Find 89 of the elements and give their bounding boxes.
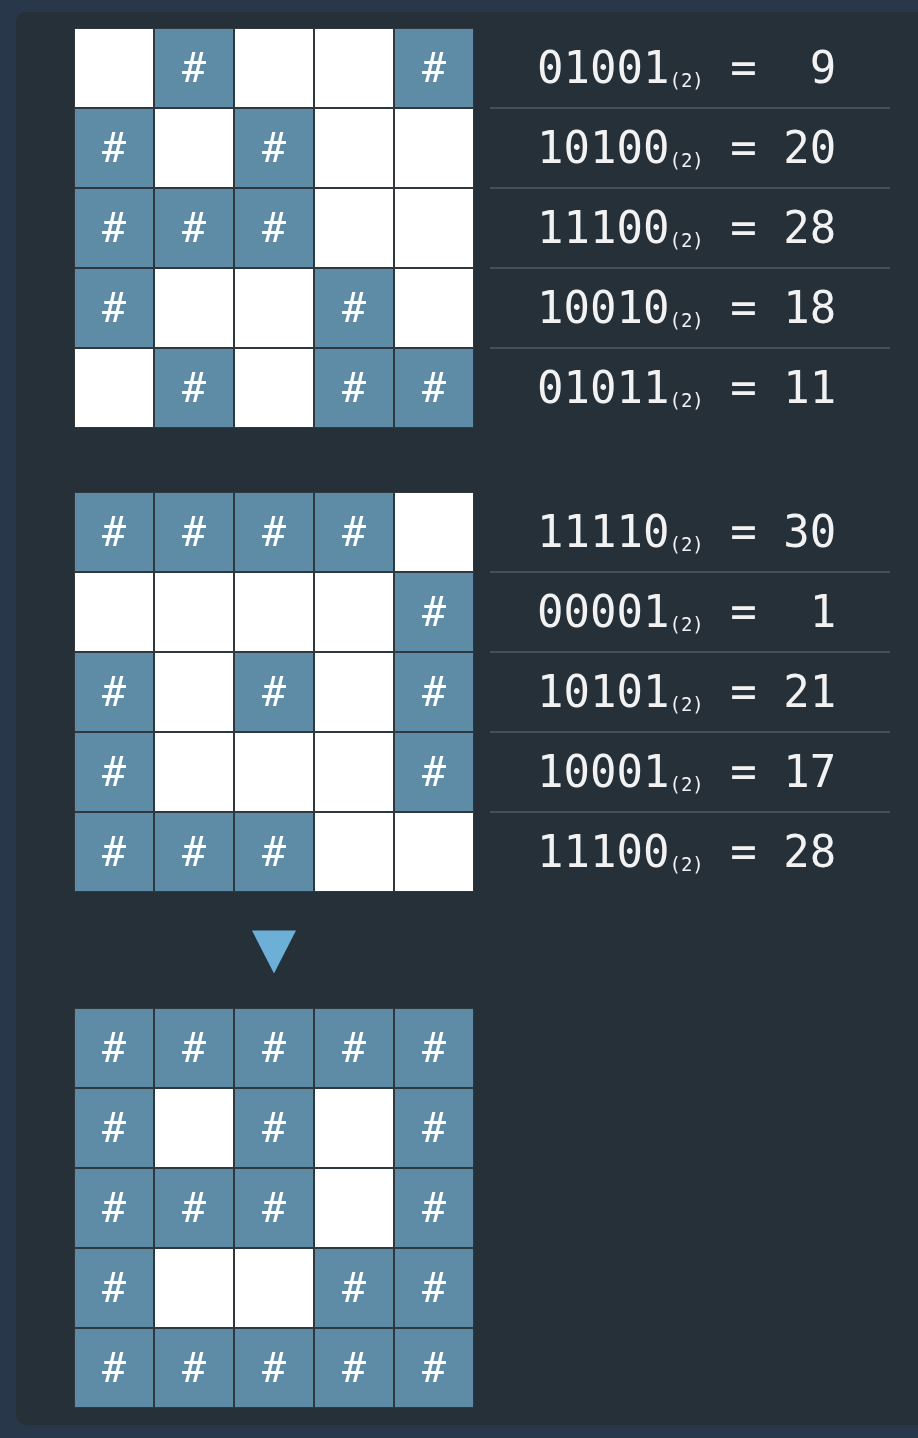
cell-grid <box>74 1008 474 1408</box>
filled-cell: # <box>75 1329 153 1407</box>
filled-cell: # <box>395 573 473 651</box>
filled-cell: # <box>395 653 473 731</box>
binary-equation: 00001$_{(2)}$ = 1 <box>537 590 837 634</box>
binary-equation: 11100$_{(2)}$ = 28 <box>537 830 837 874</box>
empty-cell <box>75 349 153 427</box>
filled-cell: # <box>235 189 313 267</box>
filled-cell: # <box>75 109 153 187</box>
filled-cell: # <box>75 1089 153 1167</box>
empty-cell <box>315 29 393 107</box>
empty-cell <box>235 573 313 651</box>
filled-cell: # <box>395 29 473 107</box>
empty-cell <box>235 1249 313 1327</box>
empty-cell <box>395 813 473 891</box>
filled-cell: # <box>395 349 473 427</box>
filled-cell: # <box>75 733 153 811</box>
filled-cell: # <box>75 1169 153 1247</box>
empty-cell <box>315 573 393 651</box>
filled-cell: # <box>75 653 153 731</box>
filled-cell: # <box>155 189 233 267</box>
filled-cell: # <box>235 1329 313 1407</box>
filled-cell: # <box>235 1009 313 1087</box>
empty-cell <box>235 269 313 347</box>
cell-grid <box>74 492 474 892</box>
filled-cell: # <box>235 1169 313 1247</box>
empty-cell <box>155 733 233 811</box>
empty-cell <box>395 109 473 187</box>
binary-equation: 10010$_{(2)}$ = 18 <box>537 286 837 330</box>
filled-cell: # <box>315 1009 393 1087</box>
empty-cell <box>155 109 233 187</box>
empty-cell <box>315 1169 393 1247</box>
filled-cell: # <box>155 29 233 107</box>
empty-cell <box>235 733 313 811</box>
empty-cell <box>395 269 473 347</box>
filled-cell: # <box>395 1009 473 1087</box>
empty-cell <box>155 269 233 347</box>
filled-cell: # <box>395 1169 473 1247</box>
filled-cell: # <box>395 1329 473 1407</box>
binary-equation: 11110$_{(2)}$ = 30 <box>537 510 837 554</box>
binary-equation: 10100$_{(2)}$ = 20 <box>537 126 837 170</box>
filled-cell: # <box>315 349 393 427</box>
binary-equation: 10101$_{(2)}$ = 21 <box>537 670 837 714</box>
cell-grid <box>74 28 474 428</box>
empty-cell <box>315 189 393 267</box>
filled-cell: # <box>395 733 473 811</box>
filled-cell: # <box>235 109 313 187</box>
filled-cell: # <box>155 1009 233 1087</box>
filled-cell: # <box>235 653 313 731</box>
filled-cell: # <box>235 493 313 571</box>
filled-cell: # <box>75 493 153 571</box>
empty-cell <box>235 29 313 107</box>
filled-cell: # <box>155 1169 233 1247</box>
filled-cell: # <box>75 1249 153 1327</box>
empty-cell <box>75 573 153 651</box>
empty-cell <box>235 349 313 427</box>
empty-cell <box>395 493 473 571</box>
filled-cell: # <box>315 269 393 347</box>
filled-cell: # <box>75 1009 153 1087</box>
empty-cell <box>315 653 393 731</box>
filled-cell: # <box>155 349 233 427</box>
binary-equation: 11100$_{(2)}$ = 28 <box>537 206 837 250</box>
filled-cell: # <box>315 1249 393 1327</box>
filled-cell: # <box>395 1249 473 1327</box>
filled-cell: # <box>155 493 233 571</box>
filled-cell: # <box>235 1089 313 1167</box>
empty-cell <box>155 573 233 651</box>
filled-cell: # <box>315 1329 393 1407</box>
filled-cell: # <box>155 813 233 891</box>
empty-cell <box>155 1089 233 1167</box>
filled-cell: # <box>75 813 153 891</box>
empty-cell <box>315 813 393 891</box>
binary-equation: 01001$_{(2)}$ = 9 <box>537 46 837 90</box>
filled-cell: # <box>155 1329 233 1407</box>
empty-cell <box>155 653 233 731</box>
filled-cell: # <box>395 1089 473 1167</box>
empty-cell <box>75 29 153 107</box>
empty-cell <box>315 109 393 187</box>
filled-cell: # <box>315 493 393 571</box>
filled-cell: # <box>235 813 313 891</box>
binary-equation: 10001$_{(2)}$ = 17 <box>537 750 837 794</box>
down-arrow <box>252 930 296 974</box>
empty-cell <box>395 189 473 267</box>
filled-cell: # <box>75 269 153 347</box>
empty-cell <box>315 1089 393 1167</box>
empty-cell <box>155 1249 233 1327</box>
empty-cell <box>315 733 393 811</box>
binary-equation: 01011$_{(2)}$ = 11 <box>537 366 837 410</box>
filled-cell: # <box>75 189 153 267</box>
